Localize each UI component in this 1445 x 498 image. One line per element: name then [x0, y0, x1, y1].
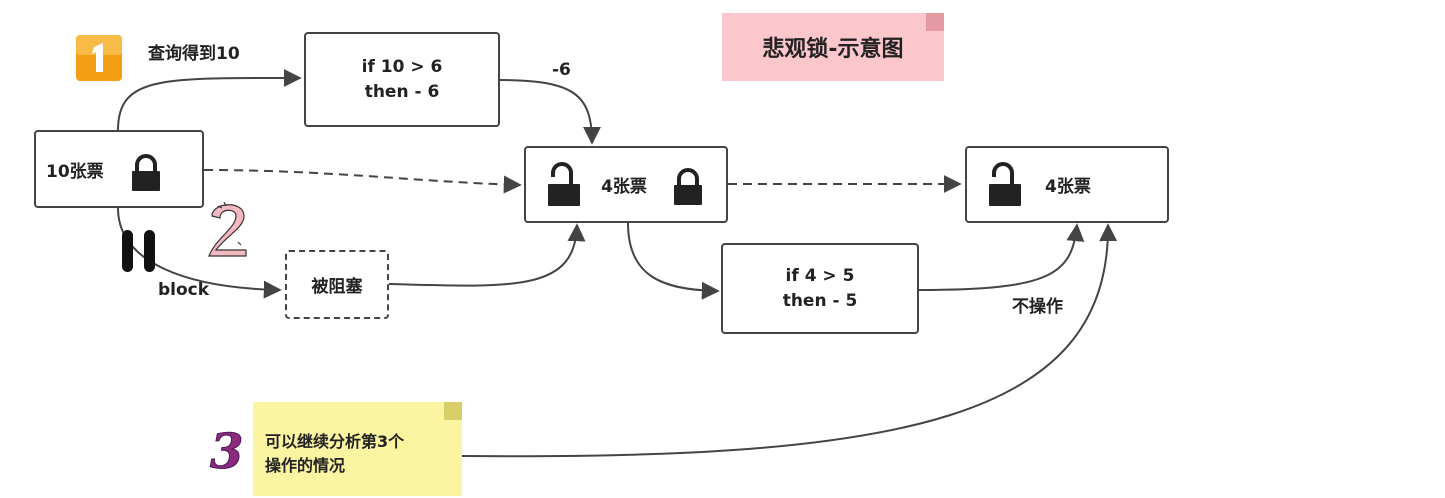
step-one-badge: 1: [75, 34, 123, 82]
note-three-line2: 操作的情况: [265, 456, 346, 475]
middle-node: 4张票: [524, 146, 728, 223]
blocked-node-label: 被阻塞: [311, 277, 363, 297]
check-first-line1: if 10 > 6: [361, 56, 443, 77]
lock-closed-icon: [674, 168, 702, 205]
step-two-badge: 2: [204, 198, 252, 260]
end-node-label: 4张票: [1045, 177, 1091, 197]
title-note: 悲观锁-示意图: [722, 13, 944, 81]
edge-check-first-to-middle: [499, 79, 601, 145]
lock-open-icon: [989, 162, 1021, 206]
blocked-node: 被阻塞: [285, 250, 389, 319]
start-node: 10张票: [34, 130, 204, 208]
block-label: block: [158, 280, 210, 300]
edge-start-to-check-first: [117, 68, 302, 131]
start-node-label: 10张票: [46, 161, 104, 182]
number-one-icon: [76, 35, 122, 81]
number-three-icon: 3: [210, 424, 244, 481]
note-three-line1: 可以继续分析第3个: [265, 432, 405, 451]
title-note-text: 悲观锁-示意图: [762, 37, 904, 62]
edge-blocked-to-middle: [388, 223, 586, 287]
number-two-icon: [208, 201, 247, 257]
edge-check-second-to-end: [918, 223, 1085, 291]
lock-open-icon: [548, 162, 580, 206]
end-node: 4张票: [965, 146, 1169, 223]
check-second-node: if 4 > 5 then - 5: [721, 243, 919, 334]
query-label: 查询得到10: [148, 44, 240, 64]
lock-closed-icon: [132, 154, 160, 191]
pause-icon: [122, 230, 155, 272]
note-three-fold: [444, 402, 462, 420]
check-second-line2: then - 5: [782, 290, 858, 311]
title-note-fold: [926, 13, 944, 31]
edge-middle-to-check-second: [627, 222, 720, 300]
no-op-label: 不操作: [1012, 297, 1063, 317]
check-first-line2: then - 6: [364, 81, 440, 102]
middle-node-label: 4张票: [601, 177, 647, 197]
step-three-badge: 3 3: [206, 424, 252, 481]
note-three: 可以继续分析第3个 操作的情况: [253, 402, 462, 496]
edge-start-to-middle-dashed: [203, 169, 522, 194]
check-second-line1: if 4 > 5: [785, 265, 855, 286]
check-first-node: if 10 > 6 then - 6: [304, 32, 500, 127]
svg-text:3: 3: [210, 424, 243, 474]
minus-label: -6: [552, 60, 571, 80]
